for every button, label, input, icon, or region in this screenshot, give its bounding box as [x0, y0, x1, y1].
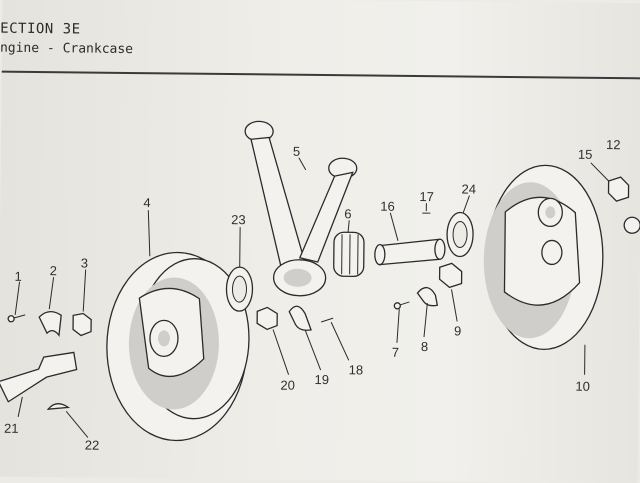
callout-8: 8	[421, 339, 428, 354]
callout-3: 3	[81, 255, 88, 270]
thrust-washer-24	[447, 212, 473, 256]
right-crankcase-half	[483, 165, 604, 350]
callout-18: 18	[349, 362, 364, 377]
callout-10: 10	[575, 379, 590, 394]
thrust-washer-23	[226, 267, 252, 311]
callout-23: 23	[231, 212, 246, 227]
callout-21: 21	[4, 421, 19, 436]
callout-19: 19	[314, 372, 329, 387]
roller-bearing	[334, 232, 364, 276]
callout-20: 20	[280, 378, 295, 393]
callout-4: 4	[143, 195, 150, 210]
callout-15: 15	[578, 147, 593, 162]
callout-9: 9	[454, 323, 461, 338]
callout-12: 12	[606, 137, 621, 152]
callout-6: 6	[344, 206, 351, 221]
callout-2: 2	[50, 263, 57, 278]
callout-17: 17	[419, 189, 434, 204]
callout-7: 7	[392, 345, 399, 360]
callout-16: 16	[380, 199, 395, 214]
callout-24: 24	[461, 181, 476, 196]
callout-1: 1	[15, 269, 22, 284]
crankpin	[375, 239, 445, 266]
callout-5: 5	[293, 144, 300, 159]
callout-22: 22	[85, 438, 100, 453]
